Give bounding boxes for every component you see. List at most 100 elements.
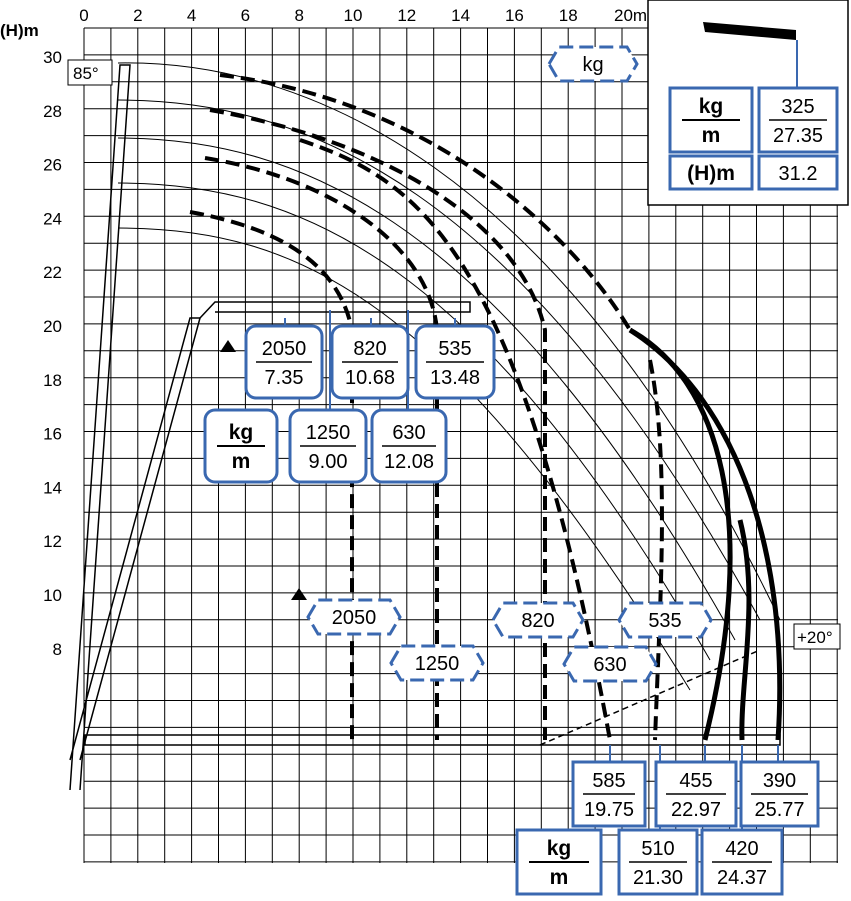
tag-value: 630 <box>593 654 626 676</box>
reach-value: 12.08 <box>384 451 434 473</box>
mid-tag: 2050 <box>306 598 402 636</box>
load-value: 1250 <box>306 422 351 444</box>
lower-load-box: 390 25.77 <box>739 760 820 828</box>
boom-inclined <box>69 317 201 761</box>
x-tick-label: 10 <box>344 6 363 25</box>
unit-m: m <box>702 124 721 147</box>
load-curve <box>648 359 664 741</box>
warning-triangle-icon <box>291 588 307 600</box>
y-tick-label: 8 <box>53 640 62 659</box>
lower-load-box: 585 19.75 <box>571 760 647 828</box>
upper-unit-box: kg m <box>203 408 279 484</box>
unit-kg: kg <box>547 837 572 860</box>
x-tick-label: 4 <box>187 6 196 25</box>
max-angle-label: 85° <box>73 64 99 83</box>
load-curve <box>299 138 612 741</box>
unit-kg: kg <box>229 421 254 444</box>
y-tick-label: 16 <box>43 425 62 444</box>
load-value: 585 <box>592 770 625 792</box>
reach-arc <box>117 227 691 691</box>
reach-value: 9.00 <box>309 451 348 473</box>
load-value: 820 <box>353 338 386 360</box>
load-value: 630 <box>392 422 425 444</box>
boom-horizontal-lower <box>84 734 781 746</box>
x-tick-label: 6 <box>241 6 250 25</box>
unit-kg: kg <box>699 95 724 118</box>
legend-value-box: 325 27.35 <box>757 86 839 154</box>
mid-tag: 535 <box>617 601 713 639</box>
lower-load-box: 510 21.30 <box>617 828 699 896</box>
outer-curve <box>737 519 752 741</box>
legend-height-value: 31.2 <box>779 163 818 185</box>
reach-arc <box>117 182 711 661</box>
boom-horizontal-upper <box>199 301 471 319</box>
tag-value: 1250 <box>415 653 460 675</box>
x-tick-label: 14 <box>451 6 470 25</box>
reach-value: 24.37 <box>717 867 767 889</box>
upper-load-box: 1250 9.00 <box>288 408 368 484</box>
x-tick-label: 16 <box>505 6 524 25</box>
reach-value: 7.35 <box>265 367 304 389</box>
reach-value: 19.75 <box>584 799 634 821</box>
unit-m: m <box>232 450 251 473</box>
tag-value: 820 <box>521 610 554 632</box>
reach-arcs <box>117 62 781 691</box>
y-tick-label: 10 <box>43 586 62 605</box>
load-value: 420 <box>725 838 758 860</box>
y-tick-label: 12 <box>43 532 62 551</box>
crane-booms <box>69 64 781 791</box>
y-tick-label: 20 <box>43 317 62 336</box>
x-tick-label: 2 <box>133 6 142 25</box>
boom-vertical <box>69 64 131 791</box>
reach-value: 22.97 <box>671 799 721 821</box>
upper-load-box: 2050 7.35 <box>244 324 324 400</box>
max-angle-box <box>67 59 113 86</box>
boom-icon <box>703 22 796 40</box>
y-tick-label: 26 <box>43 156 62 175</box>
legend-unit-box: kg m <box>668 86 754 154</box>
upper-load-box: 630 12.08 <box>370 408 448 484</box>
y-tick-label: 22 <box>43 263 62 282</box>
load-curve <box>219 73 632 332</box>
load-curve <box>204 156 439 740</box>
warning-triangle-icon <box>220 340 236 352</box>
x-tick-label: 8 <box>294 6 303 25</box>
load-value: 325 <box>781 96 814 118</box>
y-tick-label: 24 <box>43 209 62 228</box>
load-value: 455 <box>679 770 712 792</box>
mid-tag: 1250 <box>389 644 485 682</box>
load-value: 390 <box>763 770 796 792</box>
outer-curves <box>628 327 783 741</box>
reach-arc <box>117 99 761 621</box>
lower-unit-box: kg m <box>515 828 603 896</box>
reach-value: 13.48 <box>430 367 480 389</box>
unit-m: m <box>550 866 569 889</box>
y-tick-label: 30 <box>43 48 62 67</box>
mid-tag: 630 <box>562 645 658 683</box>
load-curves <box>189 73 664 741</box>
y-tick-label: 28 <box>43 102 62 121</box>
min-angle-box <box>793 623 841 650</box>
reach-value: 25.77 <box>754 799 804 821</box>
lower-load-box: 455 22.97 <box>654 760 738 828</box>
reach-arc <box>117 62 781 621</box>
reach-value: 27.35 <box>773 125 823 147</box>
y-axis-label: (H)m <box>0 21 39 40</box>
load-value: 2050 <box>262 338 307 360</box>
tag-value: kg <box>582 54 603 76</box>
upper-load-box: 535 13.48 <box>414 324 496 400</box>
x-tick-label: 18 <box>559 6 578 25</box>
load-value: 535 <box>438 338 471 360</box>
tag-value: 2050 <box>332 607 377 629</box>
outer-curve <box>628 327 783 741</box>
header-kg-tag: kg <box>547 45 639 83</box>
load-value: 510 <box>641 838 674 860</box>
load-curve <box>189 210 354 740</box>
lower-load-box: 420 24.37 <box>700 828 784 896</box>
reach-value: 21.30 <box>633 867 683 889</box>
